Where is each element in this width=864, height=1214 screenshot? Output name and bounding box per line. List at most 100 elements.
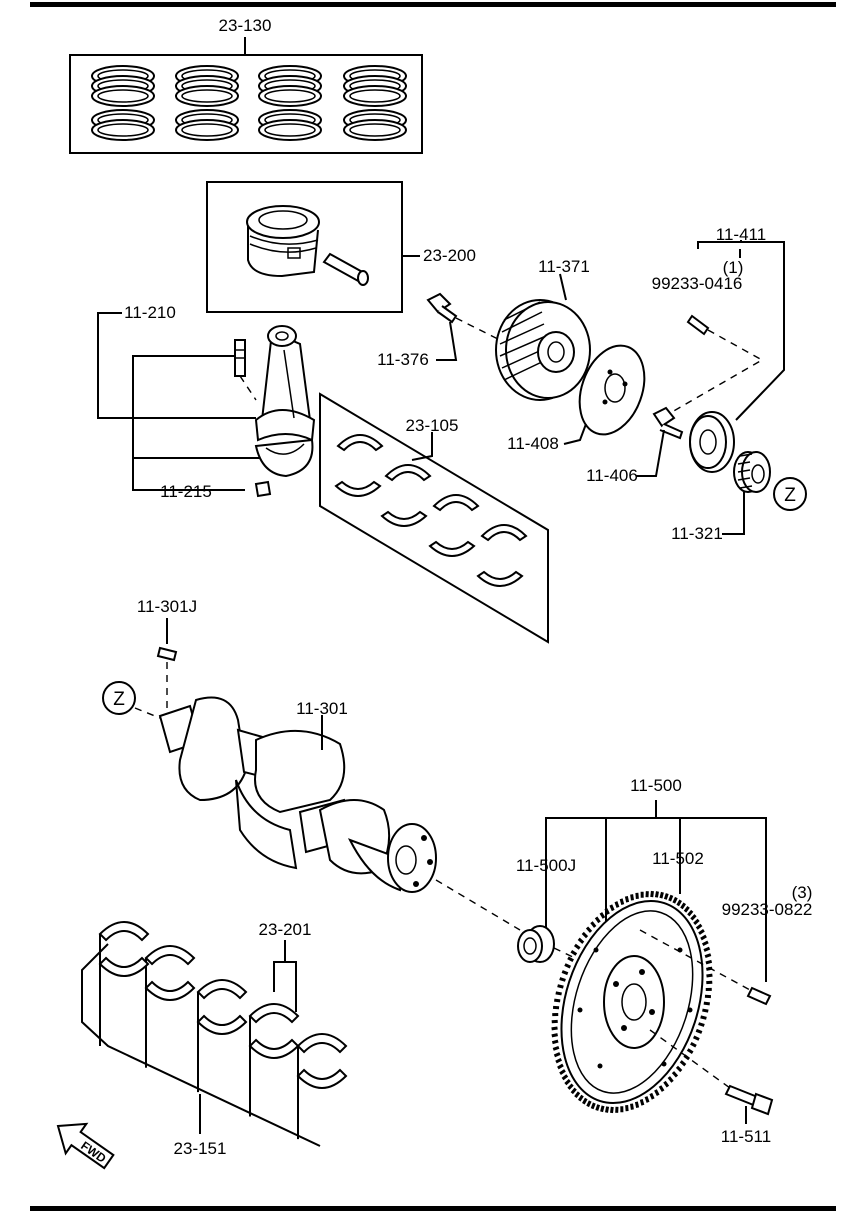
ref-z-left: Z <box>102 681 136 715</box>
gear-tooth <box>703 1001 710 1006</box>
gear-tooth <box>561 1074 569 1081</box>
gear-tooth <box>705 959 713 965</box>
gear-tooth <box>553 1052 561 1058</box>
gear-tooth <box>695 1028 703 1034</box>
gear-tooth <box>578 1094 584 1102</box>
gear-tooth <box>551 1033 558 1038</box>
pilot-bearing <box>517 925 555 963</box>
label-99233-0822: 99233-0822 <box>722 900 813 919</box>
flywheel-group <box>517 800 774 1124</box>
hub-pin <box>686 314 710 336</box>
gear-tooth <box>702 1008 709 1013</box>
label-11-301J: 11-301J <box>137 597 197 616</box>
hub <box>689 411 735 473</box>
conrod-bolt <box>234 339 246 377</box>
gear-tooth <box>690 914 697 921</box>
gear-tooth <box>609 904 615 912</box>
gear-tooth <box>551 1026 558 1031</box>
gear-tooth <box>559 1069 566 1075</box>
gear-tooth <box>582 1097 588 1105</box>
label-11-411: 11-411 <box>716 225 766 244</box>
main-bearing-shell <box>144 980 196 1001</box>
main-bearing-shell <box>98 956 150 977</box>
gear-tooth <box>671 1071 679 1078</box>
main-bearing-shell <box>248 1003 300 1024</box>
gear-tooth <box>557 1063 564 1070</box>
gear-tooth <box>700 934 707 941</box>
conrod-bearings-box <box>319 392 549 644</box>
gear-tooth <box>614 901 620 908</box>
label-11-511: 11-511 <box>721 1127 771 1146</box>
main-bearing-shell <box>98 921 150 942</box>
gear-tooth <box>690 1041 697 1048</box>
main-bearing-shell <box>296 1033 348 1054</box>
bottom-rule <box>30 1206 836 1211</box>
fwd-arrow: FWD <box>56 1122 115 1170</box>
conrod-bearing-shell <box>336 434 384 452</box>
conrod-bearing-shell <box>432 494 480 512</box>
gear-tooth <box>700 1015 707 1020</box>
gear-tooth <box>577 937 585 944</box>
gear-tooth <box>706 973 713 978</box>
gear-tooth <box>663 893 669 900</box>
crankshaft <box>158 696 437 893</box>
main-bearing-shell <box>248 1038 300 1059</box>
label-11-408: 11-408 <box>507 434 559 453</box>
conrod-bearing-shell <box>380 510 428 527</box>
gear-tooth <box>555 991 562 996</box>
timing-pulley <box>733 451 771 493</box>
conrod-bearing-shell <box>476 570 524 587</box>
main-bearing-shell <box>196 979 248 1000</box>
gear-tooth <box>564 1079 571 1086</box>
svg-text:Z: Z <box>784 485 796 506</box>
gear-tooth <box>639 1099 645 1106</box>
gear-tooth <box>698 929 705 935</box>
gear-tooth <box>654 891 659 898</box>
gear-tooth <box>605 1106 610 1113</box>
gear-tooth <box>604 908 610 915</box>
gear-tooth <box>703 946 711 952</box>
label-99233-0416: 99233-0416 <box>652 274 743 293</box>
gear-tooth <box>586 1100 592 1108</box>
label-11-321: 11-321 <box>671 524 723 543</box>
top-rule <box>30 2 836 7</box>
gear-tooth <box>567 956 574 963</box>
gear-tooth <box>649 1092 655 1100</box>
gear-tooth <box>693 1035 700 1041</box>
gear-tooth <box>585 926 593 933</box>
main-bearing-shell <box>296 1068 348 1089</box>
gear-tooth <box>679 1060 687 1067</box>
ref-z-top: Z <box>773 477 807 511</box>
gear-tooth <box>644 1096 650 1103</box>
gear-tooth <box>559 977 566 982</box>
pulley-bolt <box>426 292 458 324</box>
gear-tooth <box>693 918 700 925</box>
piston-box <box>206 181 403 313</box>
gear-tooth <box>570 1087 577 1095</box>
piston-rings-group <box>69 37 423 154</box>
gear-tooth <box>554 998 561 1003</box>
gear-tooth <box>581 931 589 939</box>
flywheel <box>551 890 713 1114</box>
gear-tooth <box>698 1022 705 1027</box>
label-11-500J: 11-500J <box>516 856 576 875</box>
label-dowel-qty: (3) <box>792 883 813 902</box>
main-bearings-group <box>81 921 348 1147</box>
piston <box>246 205 320 278</box>
gear-tooth <box>630 894 634 901</box>
label-11-210: 11-210 <box>124 303 176 322</box>
gear-tooth <box>557 984 564 989</box>
gear-tooth <box>630 1103 634 1110</box>
gear-tooth <box>610 1106 614 1114</box>
piston-ring-set <box>91 65 155 141</box>
gear-tooth <box>600 1105 605 1113</box>
gear-tooth <box>590 921 597 928</box>
gear-tooth <box>574 1091 581 1099</box>
dowel-pin <box>746 986 772 1006</box>
hub-bolt <box>652 406 684 440</box>
gear-tooth <box>701 940 709 947</box>
label-11-371: 11-371 <box>538 257 590 276</box>
thrust-bearing-group <box>273 940 297 1012</box>
gear-tooth <box>658 1085 665 1092</box>
